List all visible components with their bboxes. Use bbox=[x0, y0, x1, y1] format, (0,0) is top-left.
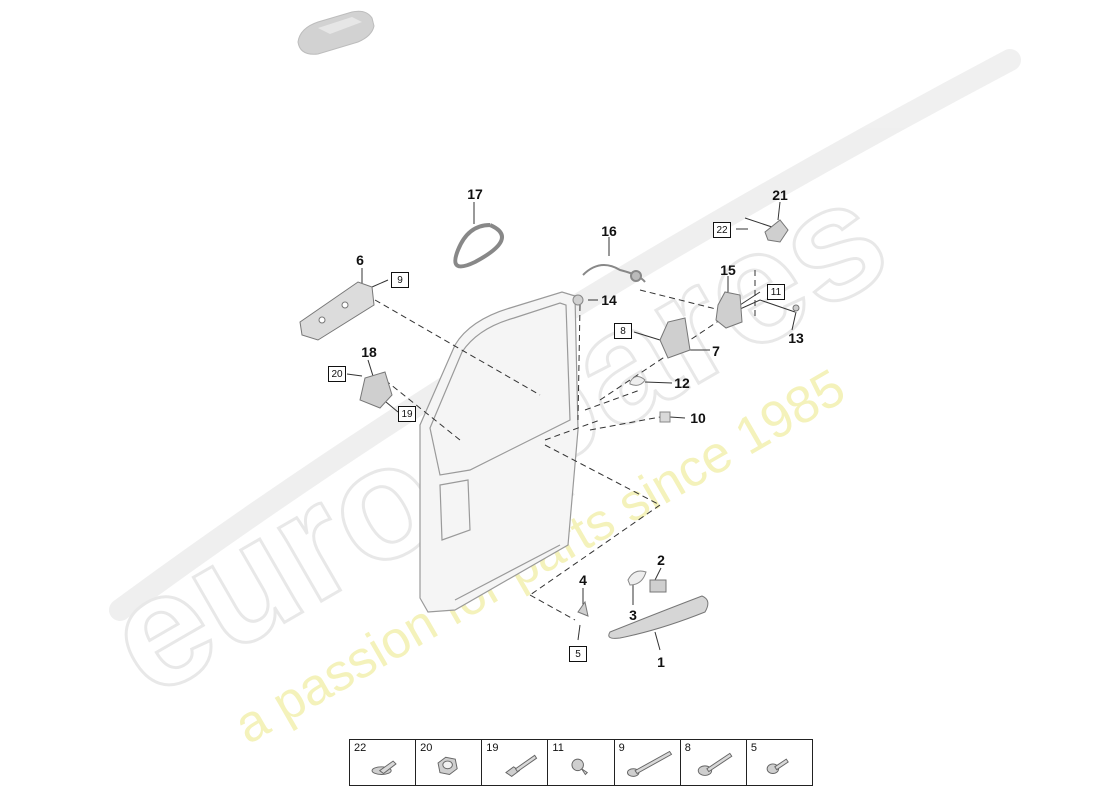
callout-box-8: 8 bbox=[614, 323, 632, 339]
fastener-label: 20 bbox=[420, 742, 433, 754]
bolt-icon bbox=[371, 760, 397, 775]
callout-box-20: 20 bbox=[328, 366, 346, 382]
fastener-cell-19: 19 bbox=[482, 740, 549, 785]
callout-7: 7 bbox=[712, 343, 720, 359]
callout-box-5: 5 bbox=[569, 646, 587, 662]
part-7-cover bbox=[659, 317, 691, 359]
clip-screw-icon bbox=[571, 758, 589, 776]
part-6-bracket bbox=[299, 281, 375, 341]
callout-box-11: 11 bbox=[767, 284, 785, 300]
callout-12: 12 bbox=[674, 375, 690, 391]
nut-icon bbox=[437, 756, 458, 775]
long-bolt-icon bbox=[626, 750, 672, 777]
fastener-cell-11: 11 bbox=[548, 740, 615, 785]
part-12-seal bbox=[629, 376, 646, 386]
fastener-label: 5 bbox=[750, 742, 757, 754]
callout-15: 15 bbox=[720, 262, 736, 278]
fastener-cell-9: 9 bbox=[615, 740, 681, 785]
fastener-label: 8 bbox=[684, 742, 691, 754]
callout-1: 1 bbox=[657, 654, 665, 670]
fastener-label: 19 bbox=[486, 742, 499, 754]
fastener-cell-22: 22 bbox=[350, 740, 417, 785]
part-2-cap bbox=[649, 579, 667, 593]
callout-box-22: 22 bbox=[713, 222, 731, 238]
callout-16: 16 bbox=[601, 223, 617, 239]
fastener-label: 9 bbox=[618, 742, 625, 754]
fastener-label: 11 bbox=[552, 742, 564, 754]
callout-17: 17 bbox=[467, 186, 483, 202]
part-14-grommet bbox=[572, 294, 584, 306]
callout-4: 4 bbox=[579, 572, 587, 588]
callout-box-19: 19 bbox=[398, 406, 416, 422]
part-1-handle bbox=[608, 595, 709, 639]
part-10-clip bbox=[659, 411, 671, 423]
callout-2: 2 bbox=[657, 552, 665, 568]
part-21-clip bbox=[764, 219, 789, 243]
part-15-lock-module bbox=[715, 291, 743, 329]
callout-3: 3 bbox=[629, 607, 637, 623]
fastener-table: 22 20 19 11 9 8 bbox=[349, 739, 813, 786]
fastener-label: 22 bbox=[354, 742, 367, 754]
callout-6: 6 bbox=[356, 252, 364, 268]
callout-14: 14 bbox=[601, 292, 617, 308]
callout-13: 13 bbox=[788, 330, 804, 346]
callout-10: 10 bbox=[690, 410, 706, 426]
screw-icon bbox=[697, 752, 733, 776]
callout-21: 21 bbox=[772, 187, 788, 203]
fastener-cell-8: 8 bbox=[681, 740, 747, 785]
part-4-insert bbox=[577, 600, 589, 617]
car-icon bbox=[297, 10, 375, 55]
callout-box-9: 9 bbox=[391, 272, 409, 288]
fastener-cell-20: 20 bbox=[416, 740, 483, 785]
short-screw-icon bbox=[766, 758, 789, 774]
part-18-lock bbox=[359, 371, 393, 409]
callout-18: 18 bbox=[361, 344, 377, 360]
part-16-cable bbox=[582, 264, 646, 283]
part-13-screw bbox=[792, 304, 800, 312]
fastener-cell-5: 5 bbox=[747, 740, 812, 785]
part-17-cable bbox=[453, 223, 504, 269]
door-panel bbox=[419, 291, 579, 613]
part-3-seal bbox=[627, 570, 647, 586]
stud-bolt-icon bbox=[505, 754, 538, 777]
